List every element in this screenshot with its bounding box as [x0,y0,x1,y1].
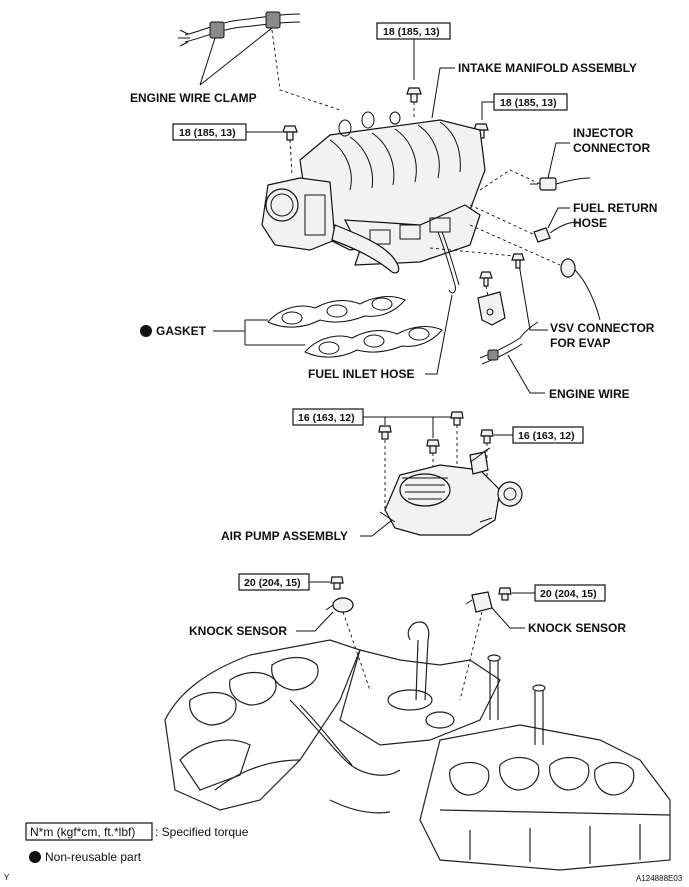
legend-non-reusable-text: Non-reusable part [45,850,142,864]
fuel-return-hose-label-1: FUEL RETURN [573,201,657,215]
legend-torque: N*m (kgf*cm, ft.*lbf) : Specified torque [25,822,249,841]
bolt-icon [426,439,440,454]
bolt-icon [406,87,422,103]
bolt-icon [282,125,298,141]
knock-sensor-right-illustration [465,591,493,613]
intake-manifold-leader [431,67,455,119]
knock-sensor-left-label: KNOCK SENSOR [189,624,287,638]
svg-text:16 (163, 12): 16 (163, 12) [298,412,355,424]
vsv-connector-label-2: FOR EVAP [550,336,610,350]
injector-connector-leader [547,142,570,179]
svg-text:16 (163, 12): 16 (163, 12) [518,430,575,442]
engine-wire-label: ENGINE WIRE [549,387,630,401]
knock-sensor-left-leader [296,611,334,632]
gasket-leader [213,319,305,346]
bolt-icon [498,587,512,601]
knock-sensor-right-leader [491,607,525,629]
vsv-connector-leader [517,257,548,331]
engine-wire-clamp-leader [199,27,273,86]
svg-text:20 (204, 15): 20 (204, 15) [540,588,597,600]
knock-sensor-left-illustration [325,597,354,613]
footer-left-mark: Y [4,873,10,882]
engine-wire-illustration [479,321,539,365]
fuel-inlet-hose-leader [425,294,453,375]
injector-connector-label-2: CONNECTOR [573,141,650,155]
legend-torque-unit: N*m (kgf*cm, ft.*lbf) [30,825,135,839]
svg-text:18 (185, 13): 18 (185, 13) [383,26,440,38]
gasket-illustration [267,296,443,358]
non-reusable-dot-icon [29,851,41,863]
vsv-connector-label-1: VSV CONNECTOR [550,321,655,335]
vsv-connector-illustration [560,258,601,321]
legend-non-reusable: Non-reusable part [29,850,142,864]
fuel-return-hose-illustration [533,221,579,243]
air-pump-leader [360,519,393,537]
engine-wire-clamp-illustration [178,11,301,47]
svg-text:18 (185, 13): 18 (185, 13) [179,127,236,139]
svg-text:18 (185, 13): 18 (185, 13) [500,97,557,109]
torque-box-knock-right: 20 (204, 15) [534,584,606,602]
legend-torque-desc: : Specified torque [155,825,249,839]
engine-block-illustration [164,621,671,871]
fuel-return-hose-leader [547,207,570,229]
intake-manifold-illustration [261,111,486,294]
air-pump-label: AIR PUMP ASSEMBLY [221,529,348,543]
intake-manifold-label: INTAKE MANIFOLD ASSEMBLY [458,61,637,75]
bolt-icon [330,576,344,590]
torque-box-air-pump-right: 16 (163, 12) [512,426,584,444]
engine-wire-leader [507,354,545,394]
torque-box-manifold-left: 18 (185, 13) [172,123,247,141]
torque-box-manifold-top: 18 (185, 13) [376,22,451,40]
bracket-illustration [477,253,525,326]
torque-box-air-pump-top: 16 (163, 12) [292,408,364,426]
bolt-icon [378,425,392,440]
non-reusable-dot-icon [140,325,152,337]
knock-sensor-right-label: KNOCK SENSOR [528,621,626,635]
bolt-icon [480,429,494,444]
injector-connector-label-1: INJECTOR [573,126,634,140]
figure-code: A124888E03 [636,874,683,883]
gasket-label: GASKET [156,324,207,338]
fuel-return-hose-label-2: HOSE [573,216,607,230]
svg-text:20 (204, 15): 20 (204, 15) [244,577,301,589]
torque-box-knock-left: 20 (204, 15) [238,573,310,591]
engine-wire-clamp-label: ENGINE WIRE CLAMP [130,91,257,105]
torque-box-manifold-right: 18 (185, 13) [493,93,568,111]
bolt-icon [450,411,464,426]
air-pump-illustration [379,447,523,536]
fuel-inlet-hose-label: FUEL INLET HOSE [308,367,414,381]
